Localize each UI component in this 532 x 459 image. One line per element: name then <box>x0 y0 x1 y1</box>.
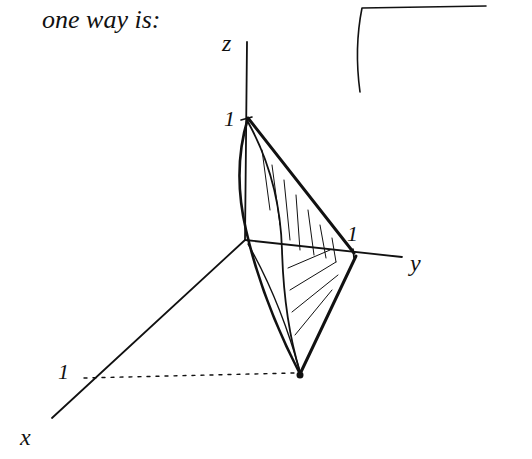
axis-name: x <box>20 424 31 450</box>
axis-name: y <box>410 250 421 276</box>
axis-tick-value: 1 <box>347 222 358 246</box>
x-axis <box>52 240 245 418</box>
surface-curve <box>248 244 300 372</box>
heading-note: one way is: <box>42 6 160 35</box>
corner-dot <box>297 372 304 379</box>
surface-curve <box>248 122 300 372</box>
box-outline <box>357 6 486 92</box>
axis-name: z <box>222 30 231 56</box>
surface-edge <box>239 118 300 374</box>
axis-tick-value: 1 <box>58 360 69 384</box>
surface-hatching <box>262 150 338 335</box>
surface-edge <box>248 118 354 253</box>
z-axis <box>245 42 247 240</box>
surface-edge <box>300 256 356 374</box>
dotted-guide <box>84 373 294 378</box>
axis-tick-value: 1 <box>224 107 235 131</box>
